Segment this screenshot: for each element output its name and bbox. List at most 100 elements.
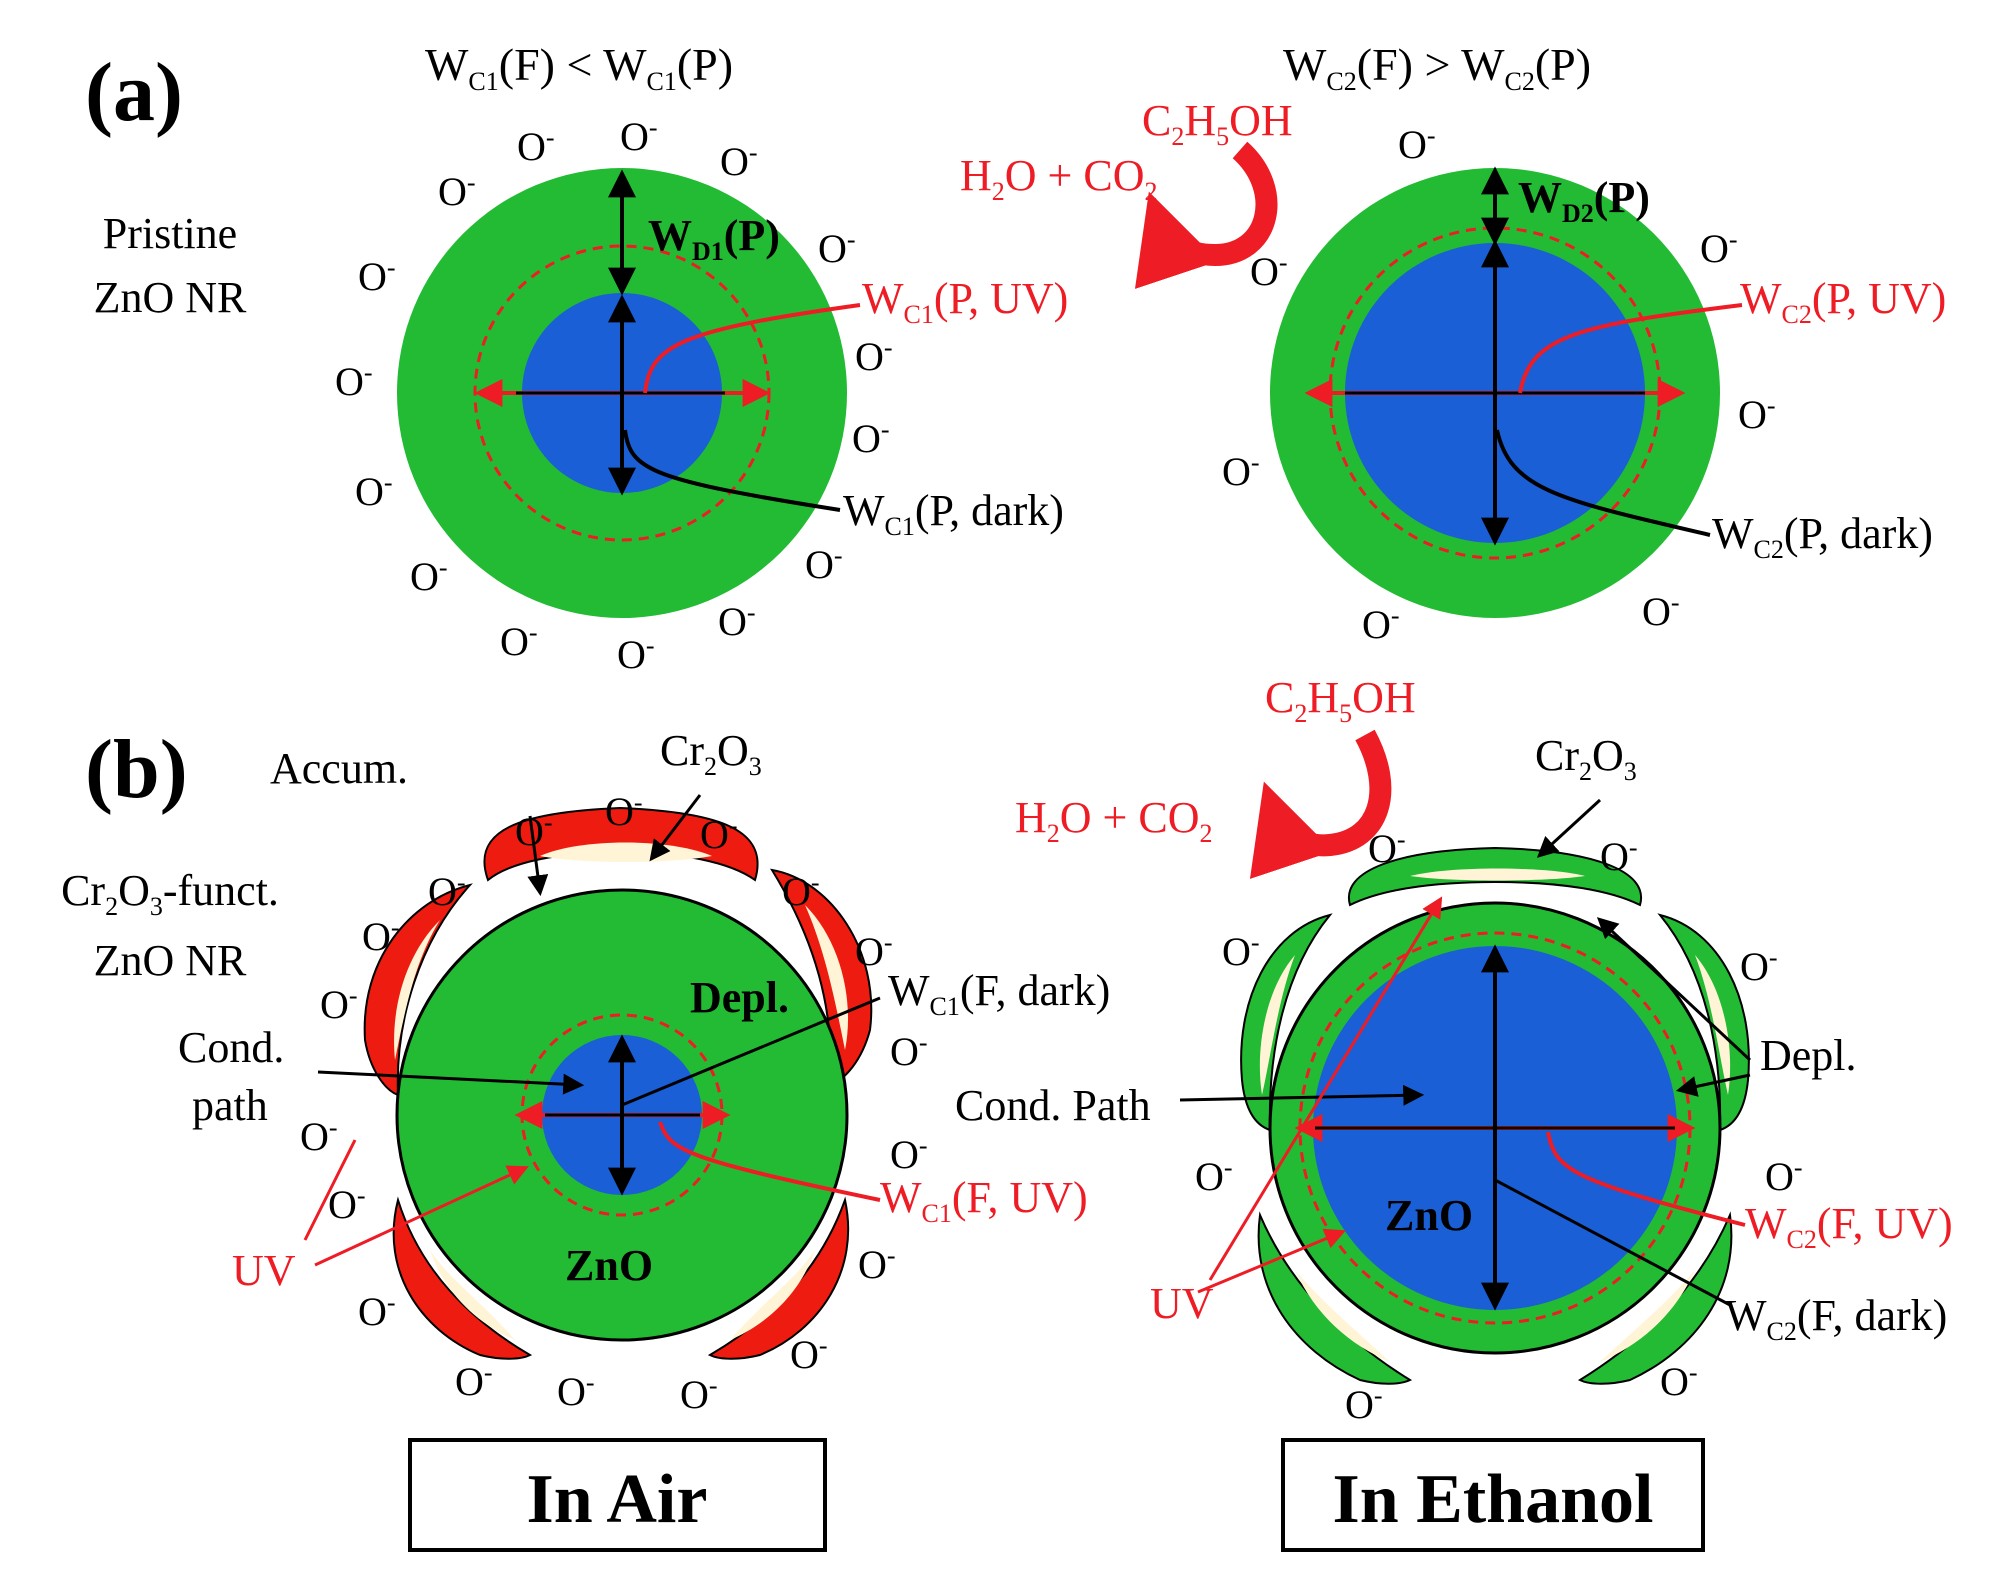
- wc1-f-dark-label: WC1(F, dark): [888, 966, 1110, 1021]
- accumulation-layer: [430, 1250, 515, 1340]
- oxygen-ion: O-: [1738, 391, 1776, 437]
- in-air-label: In Air: [527, 1461, 708, 1538]
- wc2-p-uv-label: WC2(P, UV): [1740, 274, 1946, 329]
- oxygen-ion: O-: [335, 358, 373, 404]
- oxygen-ion: O-: [617, 631, 655, 677]
- oxygen-ion: O-: [1700, 225, 1738, 271]
- oxygen-ion: O-: [358, 253, 396, 299]
- zno-label-right: ZnO: [1385, 1191, 1473, 1240]
- cr2o3-label-right: Cr2O3: [1535, 731, 1637, 786]
- oxygen-ion: O-: [890, 1028, 928, 1074]
- oxygen-ion: O-: [858, 1241, 896, 1287]
- wc2-dark-leader: [1494, 1178, 1731, 1307]
- functionalized-air-nanorod: [303, 794, 881, 1360]
- cr2o3-shell: [392, 1196, 533, 1360]
- cond-path-leader: [1179, 1084, 1425, 1106]
- accumulation-layer: [1695, 955, 1731, 1095]
- oxygen-ion: O-: [515, 808, 553, 854]
- depl-label-left: Depl.: [690, 973, 789, 1022]
- header-right: WC2(F) > WC2(P): [1283, 39, 1591, 96]
- adsorbed-oxygen-ions-a-left: O- O- O- O- O- O- O- O- O- O- O- O- O- O…: [335, 113, 893, 677]
- panel-a-label: (a): [85, 46, 183, 139]
- uv-arrow: [314, 1165, 529, 1267]
- in-ethanol-box: In Ethanol: [1281, 1438, 1705, 1552]
- cr2o3-shells: [363, 806, 873, 1360]
- oxygen-ion: O-: [782, 868, 820, 914]
- oxygen-ion: O-: [428, 868, 466, 914]
- cr2o3-label-left: Cr2O3: [660, 726, 762, 781]
- oxygen-ion: O-: [455, 1358, 493, 1404]
- oxygen-ion: O-: [1195, 1153, 1233, 1199]
- oxygen-ion: O-: [517, 123, 555, 169]
- pristine-air-nanorod: [397, 168, 861, 618]
- products-formula: H2O + CO2: [960, 151, 1158, 206]
- products-formula: H2O + CO2: [1015, 793, 1213, 848]
- functionalized-ethanol-nanorod: [1179, 798, 1752, 1385]
- uv-label-left: UV: [232, 1246, 296, 1295]
- oxygen-ion: O-: [410, 553, 448, 599]
- depl-label-right: Depl.: [1760, 1031, 1857, 1080]
- uv-arrow: [1197, 1228, 1346, 1294]
- oxygen-ion: O-: [1222, 448, 1260, 494]
- in-ethanol-frame: [1281, 1438, 1705, 1552]
- cr2o3-shell: [363, 883, 473, 1097]
- uv-arrow-2: [1208, 896, 1443, 1281]
- oxygen-ion: O-: [1740, 943, 1778, 989]
- depl-leader-1: [1675, 1073, 1751, 1097]
- oxygen-ion: O-: [557, 1368, 595, 1414]
- oxygen-ion: O-: [890, 1131, 928, 1177]
- header-left: WC1(F) < WC1(P): [425, 39, 733, 96]
- oxygen-ion: O-: [500, 618, 538, 664]
- oxygen-ion: O-: [1362, 601, 1400, 647]
- wc2-f-dark-label: WC2(F, dark): [1725, 1291, 1947, 1346]
- wc1-dark-leader: [621, 996, 881, 1107]
- oxygen-ion: O-: [818, 225, 856, 271]
- adsorbed-oxygen-ions-a-right: O- O- O- O- O- O- O-: [1222, 121, 1776, 647]
- wc2-f-uv-label: WC2(F, UV): [1745, 1199, 1953, 1254]
- pristine-label-line2: ZnO NR: [94, 273, 247, 322]
- oxygen-ion: O-: [1250, 248, 1288, 294]
- cond-label-line2: path: [192, 1081, 268, 1130]
- accumulation-layer: [394, 920, 440, 1060]
- oxygen-ion: O-: [852, 415, 890, 461]
- ethanol-reaction-b: C2H5OH H2O + CO2: [1015, 673, 1416, 880]
- wc1-f-uv-label: WC1(F, UV): [880, 1173, 1088, 1228]
- pristine-ethanol-nanorod: [1270, 166, 1743, 618]
- wd1-label: WD1(P): [648, 211, 780, 266]
- dark-leader: [623, 429, 841, 512]
- ethanol-formula: C2H5OH: [1142, 96, 1293, 151]
- wc1-p-uv-label: WC1(P, UV): [862, 274, 1068, 329]
- adsorbed-oxygen-ions-b-right: O- O- O- O- O- O- O- O-: [1195, 825, 1803, 1427]
- oxygen-ion: O-: [358, 1288, 396, 1334]
- oxygen-ion: O-: [718, 598, 756, 644]
- wc2-uv-leader: [1546, 1131, 1746, 1227]
- accumulation-layer: [805, 905, 849, 1050]
- oxygen-ion: O-: [1368, 825, 1406, 871]
- cr2o3-shells: [1240, 846, 1750, 1385]
- oxygen-ion: O-: [605, 788, 643, 834]
- uv-leader: [1518, 303, 1743, 394]
- oxygen-ion: O-: [620, 113, 658, 159]
- oxygen-ion: O-: [300, 1113, 338, 1159]
- adsorbed-oxygen-ions-b-left: O- O- O- O- O- O- O- O- O- O- O- O- O- O…: [300, 788, 928, 1417]
- cond-label-line1: Cond.: [178, 1023, 284, 1072]
- ethanol-formula: C2H5OH: [1265, 673, 1416, 728]
- oxygen-ion: O-: [855, 333, 893, 379]
- in-air-box: In Air: [408, 1438, 827, 1552]
- zno-label-left: ZnO: [565, 1241, 653, 1290]
- accumulation-layer: [1410, 868, 1585, 881]
- in-ethanol-label: In Ethanol: [1333, 1461, 1654, 1538]
- oxygen-ion: O-: [355, 468, 393, 514]
- oxygen-ion: O-: [1600, 833, 1638, 879]
- oxygen-ion: O-: [362, 913, 400, 959]
- funct-label-line2: ZnO NR: [94, 936, 247, 985]
- oxygen-ion: O-: [1398, 121, 1436, 167]
- oxygen-ion: O-: [438, 168, 476, 214]
- panel-b-label: (b): [85, 723, 188, 816]
- wc2-p-dark-label: WC2(P, dark): [1712, 509, 1933, 564]
- wc1-p-dark-label: WC1(P, dark): [843, 486, 1064, 541]
- oxygen-ion: O-: [790, 1331, 828, 1377]
- oxygen-ion: O-: [320, 981, 358, 1027]
- uv-leader: [643, 303, 861, 394]
